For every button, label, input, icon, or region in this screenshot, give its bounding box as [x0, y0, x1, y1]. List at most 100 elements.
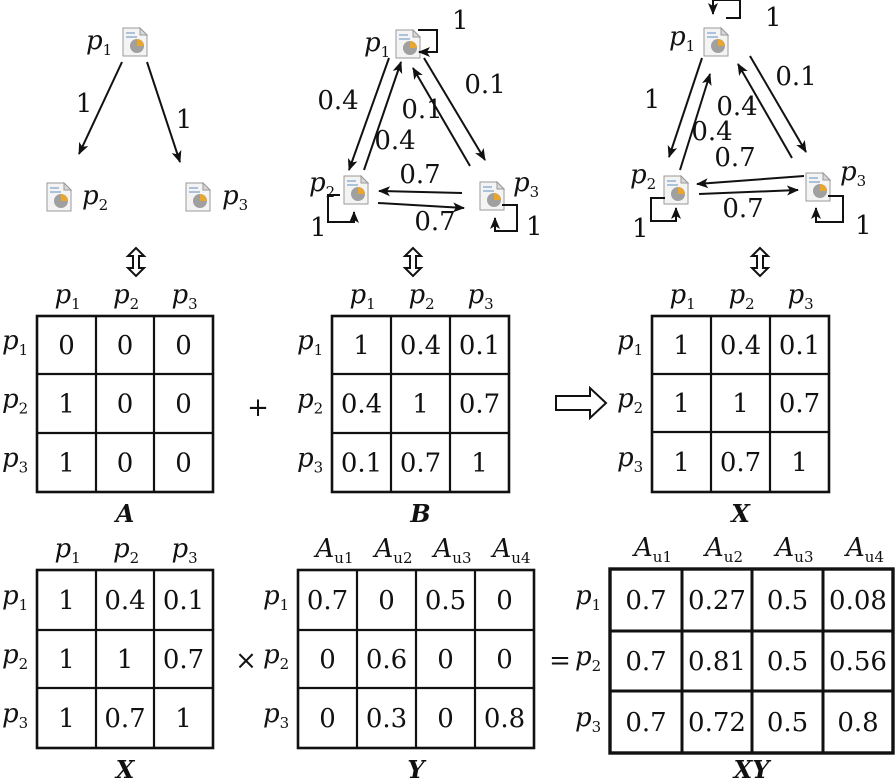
edge-weight: 0.7 — [399, 160, 440, 190]
matrix-cell: 0.7 — [625, 708, 666, 738]
row-label-sub: 2 — [280, 655, 290, 673]
col-header: p1 — [670, 280, 696, 313]
col-header-sub: 2 — [130, 295, 140, 313]
node-label-p3-sub: 3 — [239, 196, 249, 214]
col-header: p2 — [409, 280, 435, 313]
node-label-p2: p2 — [82, 181, 108, 214]
matrix-cell: 0.5 — [425, 586, 466, 616]
loop-weight: 1 — [310, 213, 327, 243]
node-label-p1: p1 — [364, 28, 390, 61]
edge-p2-p3 — [377, 202, 465, 213]
loop-weight: 1 — [632, 214, 649, 244]
edge-p2-p1 — [363, 61, 403, 171]
row-label-var: p — [575, 703, 592, 733]
col-header: p1 — [55, 534, 81, 567]
matrix-cell: 1 — [673, 331, 690, 361]
col-header: p3 — [172, 534, 198, 567]
row-label-var: p — [575, 642, 592, 672]
col-header-sub: 1 — [71, 295, 81, 313]
col-header-sub: 1 — [71, 549, 81, 567]
document-pie-icon — [703, 26, 730, 57]
matrix-cell: 1 — [673, 448, 690, 478]
row-label: p3 — [575, 703, 601, 736]
matrix-cell: 0.08 — [829, 586, 887, 616]
row-label-sub: 1 — [280, 596, 290, 614]
edge-weight: 0.4 — [716, 92, 757, 122]
loop-weight: 1 — [765, 3, 782, 33]
node-label-p3-var: p — [840, 157, 857, 187]
loop-weight: 1 — [855, 211, 872, 241]
matrix-border — [650, 314, 831, 494]
col-header-var: A — [844, 533, 865, 563]
row-label: p2 — [2, 640, 28, 673]
row-label-var: p — [2, 699, 19, 729]
edge-weight: 0.1 — [775, 62, 816, 92]
row-label: p1 — [2, 326, 28, 359]
edge-p1-p3 — [423, 57, 486, 161]
document-pie-icon — [663, 174, 690, 205]
node-label-p2-sub: 2 — [326, 183, 336, 201]
matrix-cell: 1 — [353, 331, 370, 361]
row-label-var: p — [617, 384, 634, 414]
self-loop-p1 — [708, 0, 741, 19]
matrix-cell: 0.7 — [163, 645, 204, 675]
col-header-sub: 1 — [366, 295, 376, 313]
matrix-cell: 0.1 — [779, 331, 820, 361]
row-label: p2 — [575, 642, 601, 675]
matrix-cell: 1 — [673, 389, 690, 419]
edge-weight: 1 — [176, 105, 193, 135]
row-label-var: p — [297, 444, 314, 474]
col-header-var: p — [113, 280, 130, 310]
edge-weight: 0.4 — [691, 117, 732, 147]
document-pie-icon — [46, 181, 73, 212]
node-label-p1: p1 — [86, 26, 112, 59]
edge-weight: 0.1 — [401, 95, 442, 125]
node-label-p3-sub: 3 — [857, 172, 867, 190]
col-header-sub: u3 — [452, 549, 471, 567]
col-header-sub: 1 — [686, 295, 696, 313]
row-label-var: p — [2, 444, 19, 474]
row-label-sub: 1 — [19, 596, 29, 614]
matrix-cell: 1 — [58, 704, 75, 734]
edge-p1-p3 — [749, 55, 807, 153]
matrix-cell: 0.7 — [720, 448, 761, 478]
col-header-var: A — [373, 534, 394, 564]
col-header-sub: 2 — [130, 549, 140, 567]
col-header: Au3 — [432, 534, 472, 567]
matrix-cell: 1 — [471, 449, 488, 479]
edge-p1-p2 — [78, 61, 123, 155]
row-label: p3 — [2, 699, 28, 732]
col-header-var: p — [729, 280, 746, 310]
col-header-var: A — [703, 533, 724, 563]
double-vertical-arrow-icon — [125, 246, 147, 278]
edge-weight: 0.7 — [722, 194, 763, 224]
col-header: p3 — [468, 280, 494, 313]
matrix-cell: 0 — [437, 704, 454, 734]
matrix-cell: 0.7 — [400, 449, 441, 479]
row-label-var: p — [2, 385, 19, 415]
row-label-sub: 3 — [634, 458, 644, 476]
row-label: p2 — [263, 640, 289, 673]
row-label-var: p — [2, 640, 19, 670]
row-label: p1 — [617, 326, 643, 359]
edge-p3-p2 — [696, 175, 805, 189]
matrix-name: X — [114, 755, 136, 784]
matrix-cell: 0 — [175, 331, 192, 361]
row-label-sub: 3 — [19, 459, 29, 477]
matrix-cell: 1 — [412, 390, 429, 420]
matrix-cell: 0 — [378, 586, 395, 616]
node-label-p2-sub: 2 — [647, 175, 657, 193]
row-label-sub: 1 — [19, 341, 29, 359]
col-header: p2 — [113, 534, 139, 567]
row-label-sub: 2 — [314, 400, 324, 418]
matrix-cell: 0.7 — [459, 390, 500, 420]
col-header-var: A — [314, 534, 335, 564]
matrix-cell: 0.7 — [307, 586, 348, 616]
col-header: Au4 — [491, 534, 531, 567]
edge-p1-p2 — [667, 57, 703, 158]
col-header-var: p — [409, 280, 426, 310]
node-label-p3: p3 — [222, 181, 248, 214]
